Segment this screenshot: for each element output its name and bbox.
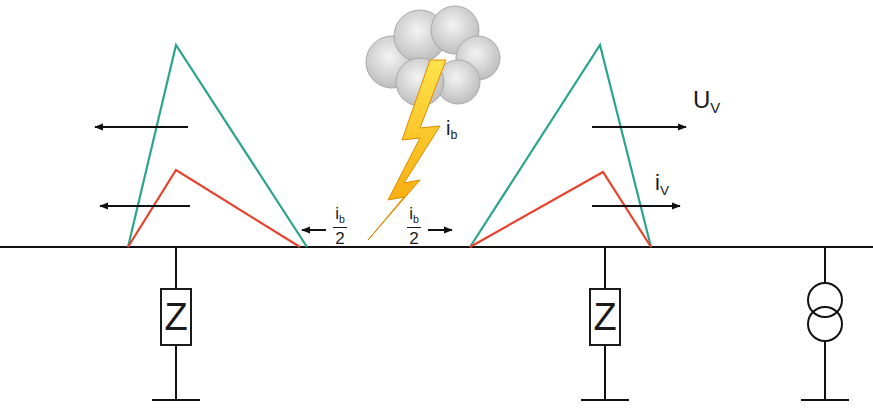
- numerator: ib: [407, 205, 421, 227]
- symbol-text: i: [446, 117, 450, 139]
- symbol-text: V: [710, 100, 720, 116]
- travel-arrow: [592, 205, 680, 207]
- transformer-symbol: [801, 247, 849, 400]
- fraction: ib2: [333, 205, 347, 246]
- symbol-text: i: [655, 170, 660, 195]
- current-label: iV: [655, 172, 669, 197]
- current-wave: [470, 172, 651, 247]
- symbol-text: b: [413, 213, 419, 225]
- lightning-current-label: ib: [446, 118, 457, 142]
- current-arrow: [428, 229, 452, 231]
- travel-arrow: [592, 126, 686, 128]
- current-arrow: [302, 229, 326, 231]
- half-current-label: ib2: [407, 205, 421, 246]
- numerator: ib: [333, 205, 347, 227]
- denominator: 2: [409, 228, 418, 247]
- half-current-label: ib2: [333, 205, 347, 246]
- symbol-text: b: [339, 213, 345, 225]
- travel-arrow: [95, 126, 188, 128]
- symbol-text: i: [335, 204, 339, 223]
- impedance-box: Z: [160, 288, 192, 346]
- fraction: ib2: [407, 205, 421, 246]
- denominator: 2: [335, 228, 344, 247]
- impedance-letter: Z: [164, 298, 187, 336]
- symbol-text: b: [450, 128, 457, 142]
- symbol-text: 2: [335, 229, 344, 248]
- voltage-label: UV: [693, 88, 720, 116]
- voltage-wave: [470, 45, 651, 247]
- impedance-letter: Z: [593, 298, 616, 336]
- symbol-text: 2: [409, 229, 418, 248]
- impedance-branch: [152, 247, 629, 400]
- current-wave: [128, 170, 300, 247]
- symbol-text: V: [660, 183, 669, 198]
- voltage-wave: [128, 45, 307, 247]
- lightning-bolt: [368, 60, 446, 240]
- line-conductor: [0, 246, 873, 248]
- travel-arrow: [100, 205, 190, 207]
- impedance-box: Z: [589, 288, 621, 346]
- symbol-text: U: [693, 86, 710, 113]
- symbol-text: i: [409, 204, 413, 223]
